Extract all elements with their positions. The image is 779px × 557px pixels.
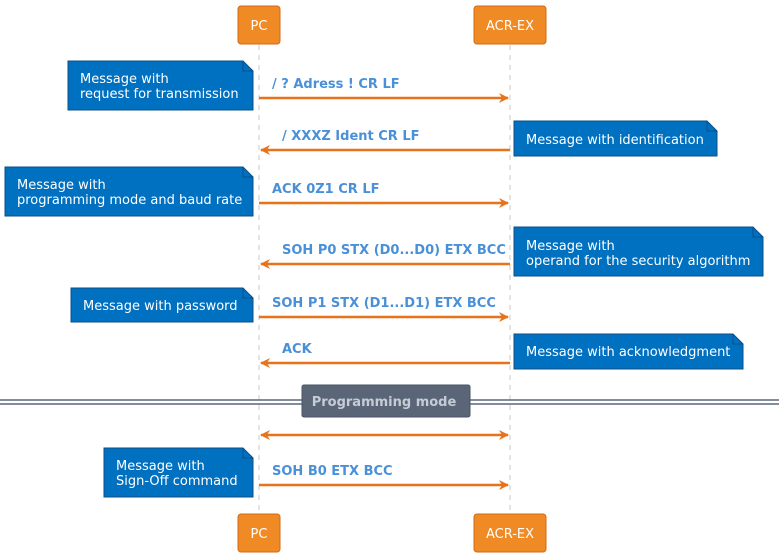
participant-pc-label: PC — [251, 527, 268, 542]
note-line: Message with — [116, 459, 205, 474]
message-label: SOH P0 STX (D0...D0) ETX BCC — [282, 243, 506, 258]
note-line: operand for the security algorithm — [526, 254, 750, 269]
note-line: Message with — [80, 72, 169, 87]
note-6: Message with acknowledgment — [513, 333, 744, 370]
note-line: Message with password — [83, 299, 238, 314]
note-5: Message with password — [70, 287, 254, 323]
message-label: SOH B0 ETX BCC — [272, 464, 393, 479]
note-line: Message with — [526, 239, 615, 254]
note-line: Sign-Off command — [116, 474, 238, 489]
message-label: SOH P1 STX (D1...D1) ETX BCC — [272, 296, 496, 311]
note-line: Message with acknowledgment — [526, 345, 730, 360]
message-8: SOH B0 ETX BCC — [259, 464, 509, 490]
note-line: programming mode and baud rate — [17, 193, 242, 208]
message-1: / ? Adress ! CR LF — [259, 77, 509, 103]
message-label: / XXXZ Ident CR LF — [282, 129, 420, 144]
participant-acr-bottom: ACR-EX — [473, 513, 547, 553]
message-3: ACK 0Z1 CR LF — [259, 182, 509, 208]
message-2: / XXXZ Ident CR LF — [260, 129, 510, 155]
note-7: Message with Sign-Off command — [103, 447, 254, 498]
participant-acr-label: ACR-EX — [486, 19, 534, 34]
participant-pc-top: PC — [237, 5, 281, 45]
divider-label: Programming mode — [312, 395, 457, 410]
message-label: / ? Adress ! CR LF — [272, 77, 400, 92]
note-line: request for transmission — [80, 87, 239, 102]
message-6: ACK — [260, 342, 510, 368]
message-label: ACK 0Z1 CR LF — [272, 182, 380, 197]
message-5: SOH P1 STX (D1...D1) ETX BCC — [259, 296, 509, 322]
message-label: ACK — [282, 342, 313, 357]
participant-acr-label: ACR-EX — [486, 527, 534, 542]
participant-pc-label: PC — [251, 19, 268, 34]
divider: Programming mode — [0, 384, 779, 418]
note-3: Message with programming mode and baud r… — [4, 166, 254, 217]
note-1: Message with request for transmission — [67, 60, 254, 111]
message-4: SOH P0 STX (D0...D0) ETX BCC — [260, 243, 510, 269]
note-line: Message with — [17, 178, 106, 193]
note-line: Message with identification — [526, 133, 704, 148]
participant-acr-top: ACR-EX — [473, 5, 547, 45]
note-4: Message with operand for the security al… — [513, 226, 764, 277]
participant-pc-bottom: PC — [237, 513, 281, 553]
note-2: Message with identification — [513, 120, 718, 157]
